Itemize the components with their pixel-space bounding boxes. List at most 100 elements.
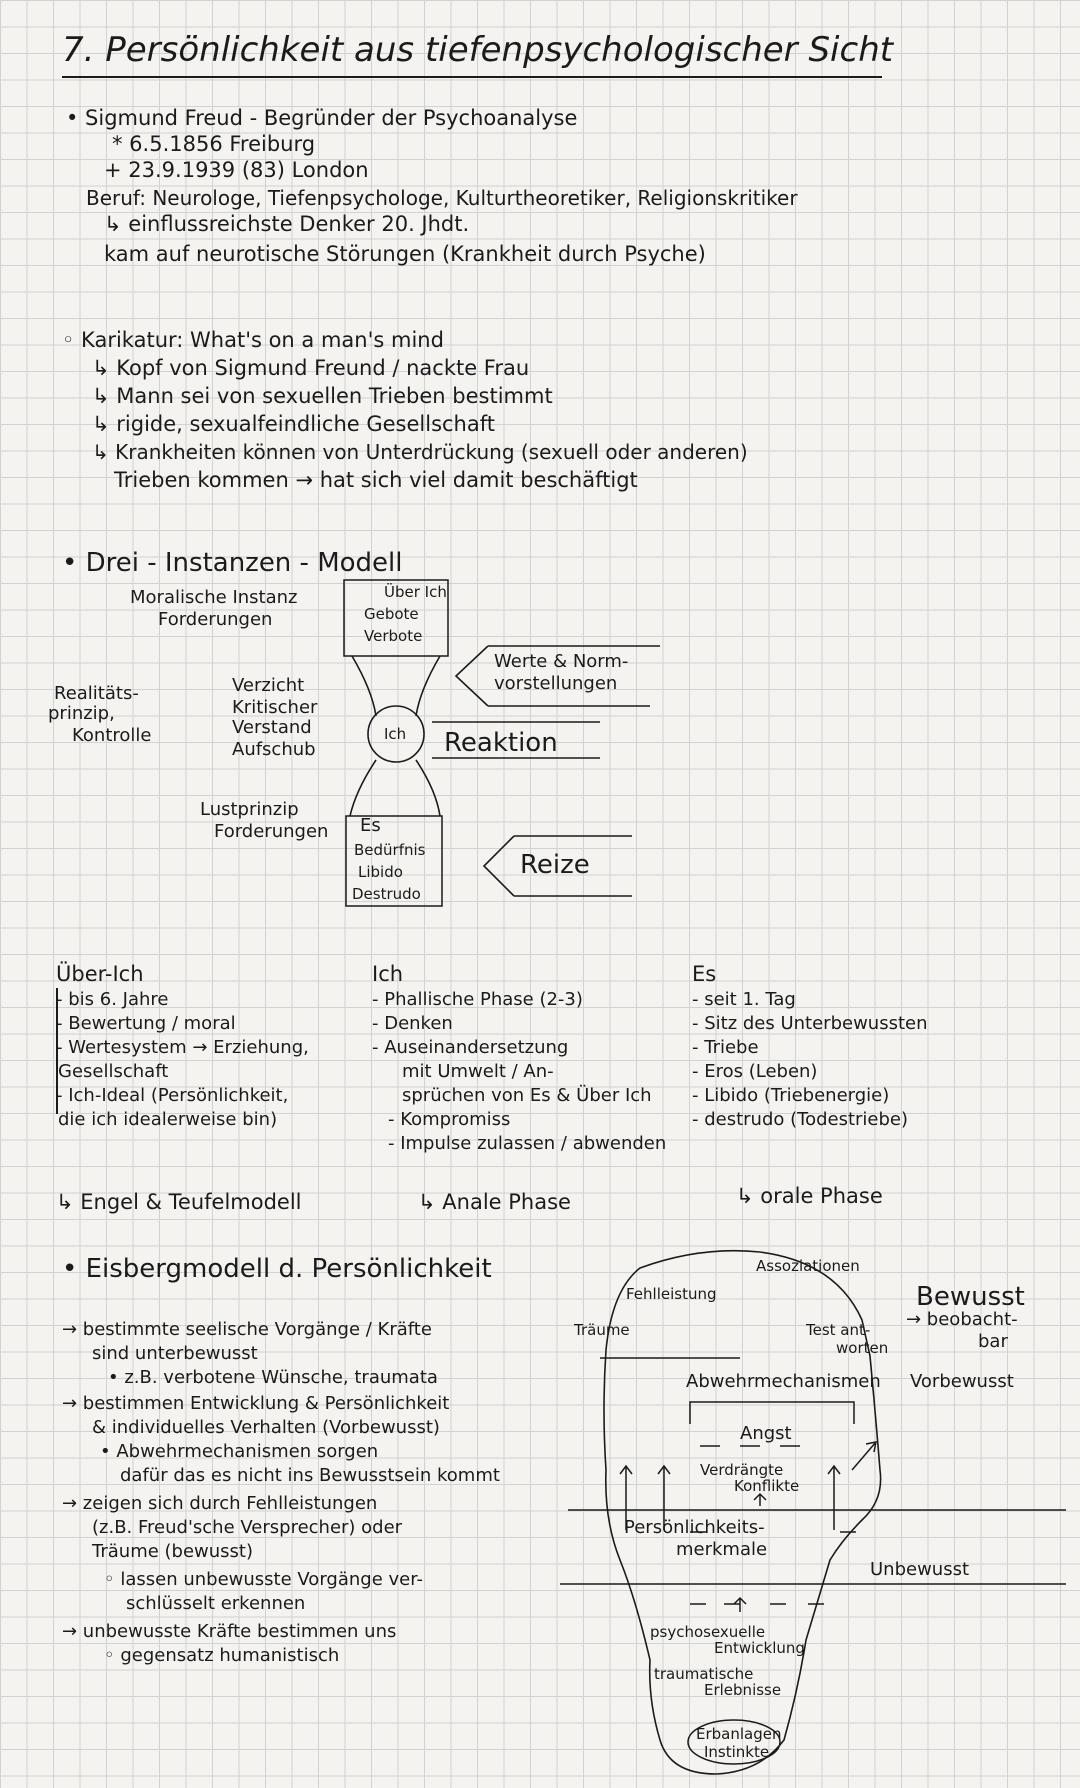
- reaktion-label: Reaktion: [444, 728, 558, 758]
- es-item: - Sitz des Unterbewussten: [692, 1013, 928, 1034]
- eisberg-line: ◦ lassen unbewusste Vorgänge ver-: [104, 1569, 423, 1590]
- testantworten-label-2: worten: [836, 1339, 889, 1357]
- moral-demands-label: Forderungen: [158, 609, 273, 630]
- karikatur-line-4: ↳ rigide, sexualfeindliche Gesellschaft: [92, 412, 495, 436]
- vorbewusst-label: Vorbewusst: [910, 1371, 1014, 1392]
- traumatisch-label-2: Erlebnisse: [704, 1681, 782, 1699]
- eisberg-heading: • Eisbergmodell d. Persönlichkeit: [62, 1254, 492, 1284]
- destrudo-label: Destrudo: [352, 885, 421, 903]
- werte-label-1: Werte & Norm-: [494, 651, 629, 672]
- page-title: 7. Persönlichkeit aus tiefenpsychologisc…: [62, 30, 894, 70]
- assoziationen-label: Assoziationen: [756, 1257, 860, 1275]
- eisberg-line: (z.B. Freud'sche Versprecher) oder: [92, 1517, 403, 1538]
- reaktion-arrow: [432, 721, 600, 759]
- karikatur-line-5: ↳ Krankheiten können von Unterdrückung (…: [92, 440, 748, 464]
- es-item: - Eros (Leben): [692, 1061, 818, 1082]
- lust-demands-label: Forderungen: [214, 821, 329, 842]
- arrow-up-left: [619, 1464, 633, 1530]
- es-heading: Es: [692, 962, 717, 986]
- werte-arrow: [454, 645, 660, 707]
- ich-circle: [367, 705, 425, 763]
- erbanlagen-label: Erbanlagen: [696, 1725, 782, 1743]
- es-item: - Libido (Triebenergie): [692, 1085, 890, 1106]
- reize-label: Reize: [520, 850, 590, 880]
- ich-item: - Impulse zulassen / abwenden: [388, 1133, 667, 1154]
- freud-birth: * 6.5.1856 Freiburg: [112, 132, 316, 156]
- eisberg-line: → bestimmen Entwicklung & Persönlichkeit: [62, 1393, 450, 1414]
- es-item: - seit 1. Tag: [692, 989, 796, 1010]
- eisberg-line: ◦ gegensatz humanistisch: [104, 1645, 340, 1666]
- eisberg-line: • z.B. verbotene Wünsche, traumata: [108, 1367, 438, 1388]
- moral-instance-label: Moralische Instanz: [130, 587, 298, 608]
- title-underline: [62, 76, 882, 78]
- ueberich-item: die ich idealerweise bin): [58, 1109, 278, 1130]
- ich-item: - Phallische Phase (2-3): [372, 989, 583, 1010]
- es-box: [345, 815, 443, 907]
- ueberich-box: [343, 579, 449, 657]
- ueberich-item: - bis 6. Jahre: [56, 989, 169, 1010]
- eisberg-line: & individuelles Verhalten (Vorbewusst): [92, 1417, 440, 1438]
- ich-item: mit Umwelt / An-: [402, 1061, 554, 1082]
- eisberg-line: dafür das es nicht ins Bewusstsein kommt: [120, 1465, 500, 1486]
- head-outline: [603, 1249, 882, 1775]
- model-heading: • Drei - Instanzen - Modell: [62, 548, 403, 578]
- beobachtbar-label-1: → beobacht-: [906, 1309, 1018, 1330]
- ich-heading: Ich: [372, 962, 404, 986]
- kontrolle-label: Kontrolle: [72, 725, 152, 746]
- fehlleistung-label: Fehlleistung: [626, 1285, 717, 1303]
- funnel-lower-right: [415, 759, 441, 817]
- persoenlichkeit-label-1: Persönlichkeits-: [624, 1517, 765, 1538]
- ueberich-item: - Wertesystem → Erziehung,: [56, 1037, 309, 1058]
- funnel-upper-left: [351, 655, 377, 717]
- lustprinzip-label: Lustprinzip: [200, 799, 299, 820]
- unbewusst-label: Unbewusst: [870, 1559, 970, 1580]
- realitaet-label-2: prinzip,: [48, 703, 115, 724]
- verzicht-label: Verzicht: [232, 675, 305, 696]
- ich-item: - Kompromiss: [388, 1109, 511, 1130]
- persoenlichkeit-label-2: merkmale: [676, 1539, 768, 1560]
- traumatisch-label-1: traumatische: [654, 1665, 754, 1683]
- ueberich-phase: ↳ Engel & Teufelmodell: [56, 1190, 302, 1214]
- karikatur-line-2: ↳ Kopf von Sigmund Freund / nackte Frau: [92, 356, 530, 380]
- ich-item: sprüchen von Es & Über Ich: [402, 1085, 652, 1106]
- eisberg-line: • Abwehrmechanismen sorgen: [100, 1441, 379, 1462]
- eisberg-line: schlüsselt erkennen: [126, 1593, 306, 1614]
- werte-label-2: vorstellungen: [494, 673, 618, 694]
- beduerfnis-label: Bedürfnis: [354, 841, 426, 859]
- ich-item: - Denken: [372, 1013, 453, 1034]
- instinkte-label: Instinkte: [704, 1743, 770, 1761]
- ueberich-heading: Über-Ich: [56, 962, 144, 986]
- arrow-up-right: [827, 1464, 841, 1530]
- es-label: Es: [360, 815, 381, 836]
- testantworten-label-1: Test ant-: [806, 1321, 871, 1339]
- es-item: - destrudo (Todestriebe): [692, 1109, 909, 1130]
- traeume-label: Träume: [574, 1321, 630, 1339]
- ueberich-item: - Ich-Ideal (Persönlichkeit,: [56, 1085, 289, 1106]
- verdraengte-label-2: Konflikte: [734, 1477, 800, 1495]
- eisberg-line: Träume (bewusst): [92, 1541, 254, 1562]
- angst-label: Angst: [740, 1423, 792, 1444]
- verdraengte-label-1: Verdrängte: [700, 1461, 784, 1479]
- arrow-up-mid: [657, 1464, 671, 1530]
- ueberich-bracket: [56, 988, 58, 1114]
- beobachtbar-label-2: bar: [978, 1331, 1008, 1352]
- arrow-pers: [733, 1596, 747, 1612]
- ueberich-item: Gesellschaft: [58, 1061, 169, 1082]
- reize-arrow: [482, 835, 632, 897]
- libido-label: Libido: [358, 863, 403, 881]
- karikatur-line-3: ↳ Mann sei von sexuellen Trieben bestimm…: [92, 384, 553, 408]
- eisberg-line: → bestimmte seelische Vorgänge / Kräfte: [62, 1319, 432, 1340]
- erbanlagen-oval: [687, 1719, 781, 1765]
- eisberg-line: → unbewusste Kräfte bestimmen uns: [62, 1621, 397, 1642]
- ich-phase: ↳ Anale Phase: [418, 1190, 571, 1214]
- realitaet-label-1: Realitäts-: [54, 683, 139, 704]
- gebote-label: Gebote: [364, 605, 419, 623]
- psychosexuell-label-1: psychosexuelle: [650, 1623, 766, 1641]
- eisberg-line: → zeigen sich durch Fehlleistungen: [62, 1493, 378, 1514]
- arrow-konflikte: [753, 1492, 767, 1506]
- verstand-label: Verstand: [232, 717, 312, 738]
- ich-item: - Auseinandersetzung: [372, 1037, 569, 1058]
- verbote-label: Verbote: [364, 627, 423, 645]
